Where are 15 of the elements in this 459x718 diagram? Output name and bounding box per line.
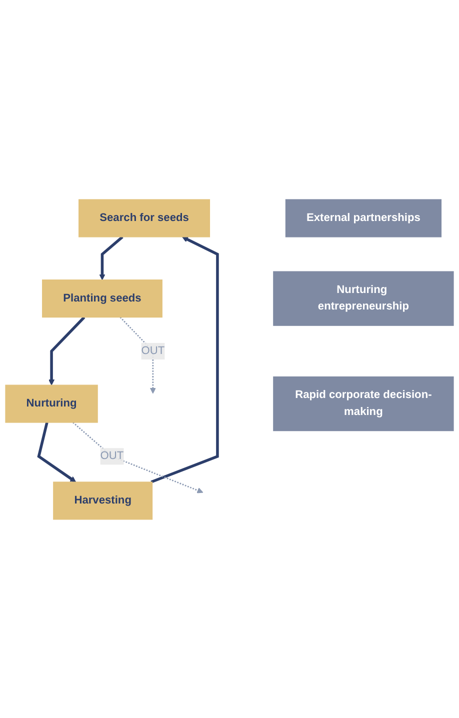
node-box: Harvesting — [53, 481, 153, 520]
node-box: Search for seeds — [78, 198, 210, 237]
arrow — [120, 316, 156, 394]
edge-label: OUT — [100, 450, 124, 462]
arrow — [150, 236, 219, 483]
arrow — [99, 235, 124, 280]
arrow — [48, 316, 86, 385]
node-box: Rapid corporate decision-making — [273, 376, 454, 431]
node-box: Nurturing entrepreneurship — [273, 270, 454, 326]
edge-label: OUT — [141, 344, 165, 356]
arrow — [37, 422, 76, 482]
node-box: External partnerships — [285, 198, 442, 237]
arrow — [72, 421, 204, 493]
node-box: Nurturing — [5, 384, 98, 422]
node-box: Planting seeds — [42, 279, 162, 318]
